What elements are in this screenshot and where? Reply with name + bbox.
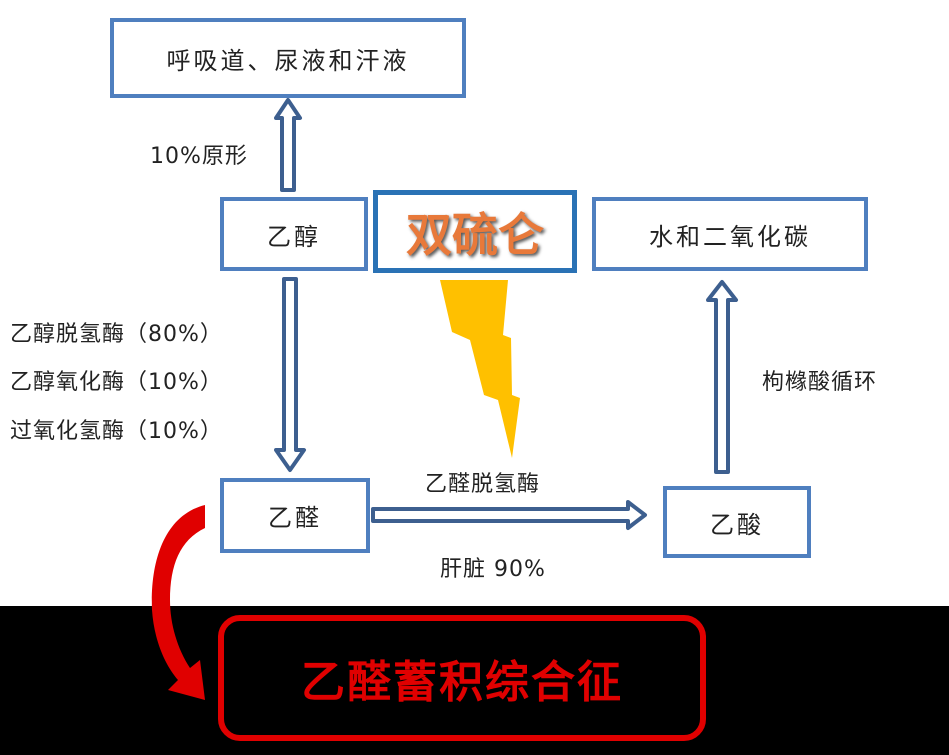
node-ethanol: 乙醇 (220, 197, 368, 271)
arrow-up-to-excretion (274, 98, 302, 192)
node-syndrome: 乙醛蓄积综合征 (218, 615, 706, 741)
node-excretion: 呼吸道、尿液和汗液 (110, 18, 466, 98)
node-acetaldehyde: 乙醛 (220, 478, 370, 553)
label-unchanged: 10%原形 (150, 144, 248, 169)
node-acetic-acid: 乙酸 (663, 486, 811, 558)
node-water-co2: 水和二氧化碳 (592, 197, 868, 271)
label-catalase: 过氧化氢酶（10%） (10, 419, 223, 444)
node-disulfiram: 双硫仑 (373, 190, 577, 273)
label-adh: 乙醇脱氢酶（80%） (10, 322, 223, 347)
label-liver: 肝脏 90% (440, 557, 546, 582)
label-tca: 枸橼酸循环 (762, 370, 878, 395)
arrow-right-to-acetic-acid (371, 500, 647, 530)
label-meos: 乙醇氧化酶（10%） (10, 370, 223, 395)
red-curved-arrow (151, 505, 205, 700)
arrow-up-to-water-co2 (706, 280, 738, 474)
lightning-icon (440, 280, 520, 458)
label-aldh: 乙醛脱氢酶 (425, 472, 541, 497)
arrow-down-to-acetaldehyde (274, 277, 306, 472)
